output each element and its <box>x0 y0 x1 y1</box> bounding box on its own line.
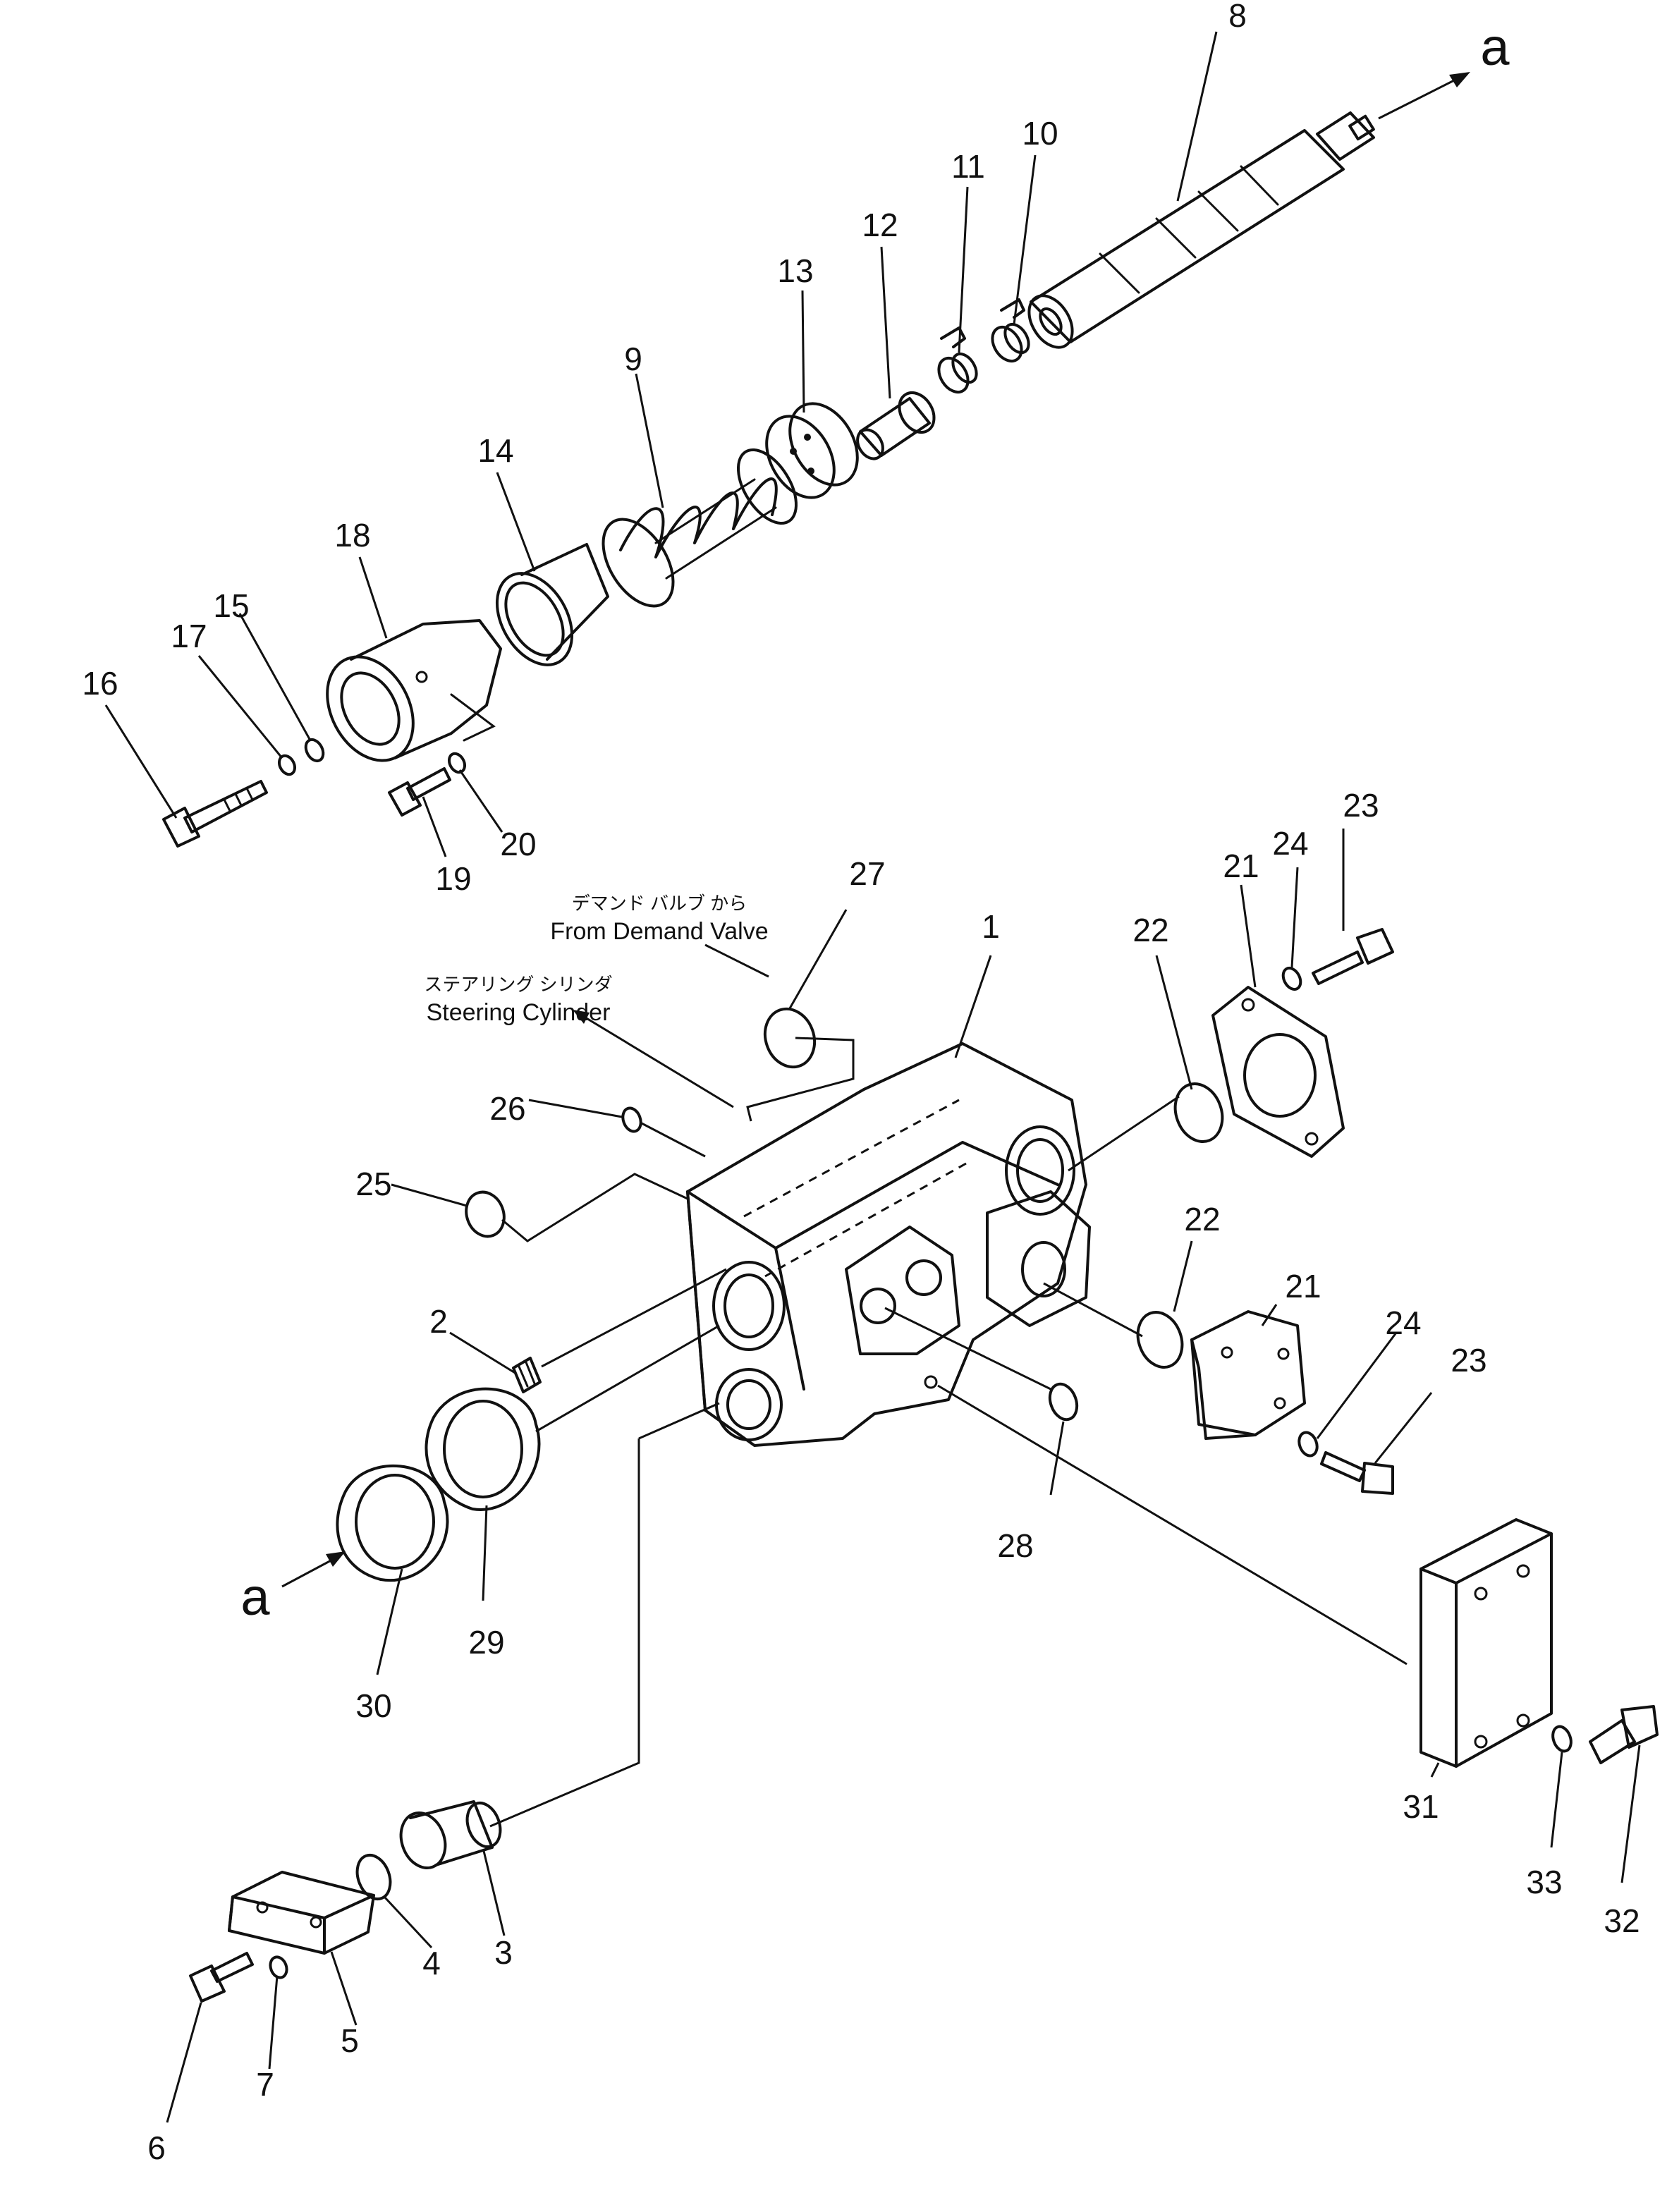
leader-lines <box>104 31 1641 2123</box>
part-spring-seat-10 <box>991 298 1030 363</box>
part-spool <box>1027 111 1375 349</box>
part-lock-washer-20 <box>447 752 467 774</box>
part-cover-lower <box>1190 1310 1306 1440</box>
callout-10: 10 <box>1022 115 1058 152</box>
part-bolt-32 <box>1589 1705 1659 1764</box>
part-o-ring-28 <box>1048 1382 1079 1422</box>
part-block-plate <box>228 1871 375 1955</box>
callout-23-lower: 23 <box>1451 1342 1486 1379</box>
part-cap <box>326 619 502 762</box>
callout-26: 26 <box>489 1090 525 1127</box>
part-bolt-23a <box>1312 928 1394 985</box>
callout-22-lower: 22 <box>1184 1201 1220 1238</box>
callout-16: 16 <box>82 665 118 702</box>
annotation-steering-cylinder-jp: ステアリング シリンダ <box>424 974 612 995</box>
part-o-ring-22a <box>1173 1082 1224 1143</box>
marker-a-bottom: a <box>240 1568 270 1626</box>
part-flange-upper <box>1211 986 1345 1158</box>
marker-a-top: a <box>1480 18 1510 76</box>
part-washer-7 <box>269 1955 288 1979</box>
part-gasket-30 <box>336 1464 449 1582</box>
callout-6: 6 <box>147 2129 166 2166</box>
callout-29: 29 <box>468 1624 504 1661</box>
part-lock-washer-17 <box>277 754 297 776</box>
part-bolt-19 <box>388 767 451 817</box>
part-bolt-6 <box>189 1952 254 2003</box>
part-piston <box>399 1800 502 1869</box>
callout-24-upper: 24 <box>1272 825 1308 862</box>
callout-30: 30 <box>355 1687 391 1724</box>
arrow-to-a-top <box>1378 76 1460 120</box>
part-washer-15 <box>304 738 325 763</box>
arrowhead-bottom <box>326 1551 346 1567</box>
callout-2: 2 <box>429 1303 448 1340</box>
annotation-demand-valve-jp: デマンド バルブ から <box>572 893 747 914</box>
part-sleeve <box>495 543 609 666</box>
callout-25: 25 <box>355 1166 391 1202</box>
annotation-steering-cylinder-en: Steering Cylinder <box>427 999 611 1026</box>
part-valve-body <box>686 1042 1091 1447</box>
part-spring-seat-11 <box>937 326 978 394</box>
callout-24-lower: 24 <box>1385 1304 1421 1341</box>
arrow-from-a-bottom <box>281 1557 336 1588</box>
callout-14: 14 <box>477 432 513 469</box>
part-washer-24b <box>1298 1431 1319 1458</box>
part-bolt-23b <box>1320 1451 1394 1495</box>
callout-13: 13 <box>777 252 813 289</box>
callout-5: 5 <box>341 2022 359 2059</box>
callout-11: 11 <box>951 148 985 185</box>
callout-27: 27 <box>849 855 885 892</box>
callout-18: 18 <box>334 517 370 554</box>
callout-32: 32 <box>1604 1902 1640 1939</box>
callout-4: 4 <box>422 1945 441 1981</box>
callout-labels: 1 2 3 4 5 6 7 8 9 10 11 12 13 14 15 16 1… <box>82 0 1640 2166</box>
callout-31: 31 <box>1403 1788 1439 1825</box>
callout-19: 19 <box>435 860 471 897</box>
callout-3: 3 <box>494 1934 513 1971</box>
part-o-ring-26 <box>621 1106 642 1133</box>
part-plug <box>512 1357 542 1393</box>
callout-1: 1 <box>982 908 1000 945</box>
callout-20: 20 <box>500 826 536 862</box>
part-cover-plate <box>1419 1518 1553 1768</box>
part-gasket-29 <box>425 1387 541 1511</box>
callout-21-upper: 21 <box>1223 848 1259 884</box>
part-washer-33 <box>1551 1725 1573 1753</box>
callout-9: 9 <box>624 341 642 377</box>
callout-8: 8 <box>1228 0 1247 34</box>
callout-15: 15 <box>213 587 249 624</box>
part-retainer <box>765 402 859 499</box>
part-main-spring <box>602 448 798 608</box>
part-o-ring-22b <box>1136 1311 1184 1369</box>
part-washer-24a <box>1281 966 1302 991</box>
callout-23-upper: 23 <box>1343 787 1379 824</box>
arrowhead-top <box>1449 72 1470 87</box>
callout-33: 33 <box>1526 1864 1562 1900</box>
part-plunger <box>856 391 936 460</box>
callout-12: 12 <box>862 207 898 243</box>
callout-28: 28 <box>997 1527 1033 1564</box>
part-bolt-16 <box>162 780 268 848</box>
annotation-demand-valve-en: From Demand Valve <box>550 918 768 945</box>
callout-17: 17 <box>171 618 207 654</box>
callout-22-upper: 22 <box>1132 912 1168 948</box>
callout-21-lower: 21 <box>1285 1268 1321 1304</box>
part-o-ring-4 <box>355 1854 392 1900</box>
part-o-ring-25 <box>465 1190 506 1238</box>
part-o-ring-27 <box>763 1007 817 1069</box>
callout-7: 7 <box>256 2066 274 2103</box>
